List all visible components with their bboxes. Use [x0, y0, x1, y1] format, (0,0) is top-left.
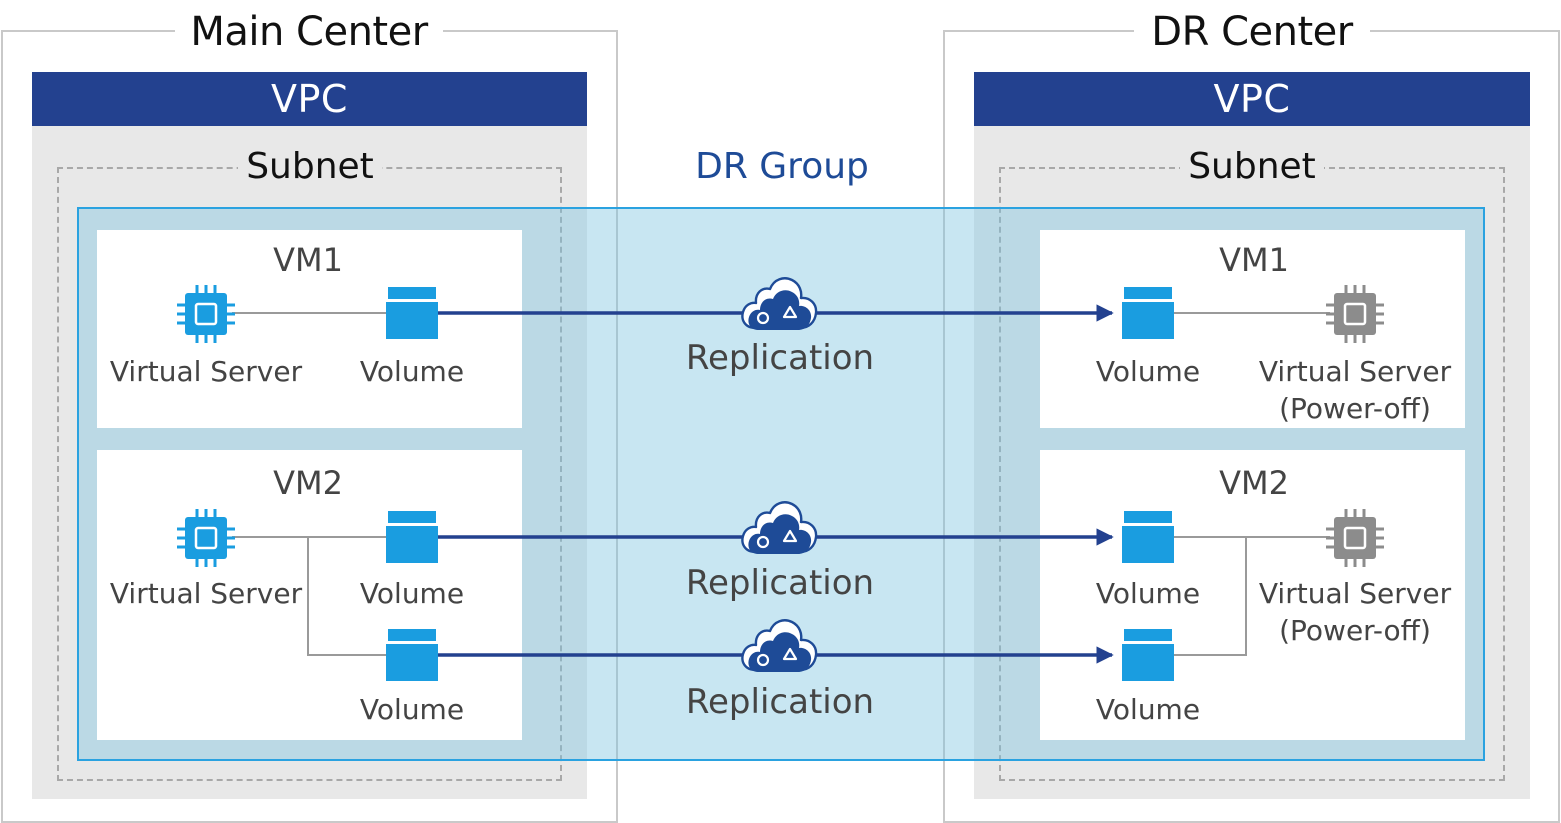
- dr-vm2-volume2-label: Volume: [1095, 693, 1201, 726]
- main-center-title: Main Center: [175, 12, 443, 54]
- replication-1-cloud-icon: [740, 266, 820, 332]
- replication-2-label: Replication: [685, 563, 875, 603]
- dr-vm1-server-label: Virtual Server: [1258, 355, 1452, 388]
- dr-vm1-server-state: (Power-off): [1279, 392, 1431, 425]
- main-vm2-server-volume2-link: [307, 537, 388, 656]
- dr-vm2-card: [1040, 450, 1465, 740]
- main-vm1-card: [97, 230, 522, 428]
- dr-vm2-title: VM2: [1219, 464, 1289, 502]
- main-vm1-title: VM1: [273, 241, 343, 279]
- replication-3-cloud-icon: [740, 608, 820, 674]
- main-vpc-header: VPC: [32, 72, 587, 126]
- dr-vm2-volume1-label: Volume: [1095, 577, 1201, 610]
- dr-vm1-volume-icon: [1122, 287, 1174, 339]
- dr-vm2-volume1-icon: [1122, 511, 1174, 563]
- main-vm2-volume1-icon: [386, 511, 438, 563]
- main-vm1-volume-icon: [386, 287, 438, 339]
- replication-2-cloud-icon: [740, 490, 820, 556]
- main-vm2-title: VM2: [273, 464, 343, 502]
- dr-vm2-volume2-server-link: [1174, 537, 1247, 656]
- dr-vm2-server-state: (Power-off): [1279, 614, 1431, 647]
- dr-group-title: DR Group: [695, 146, 869, 187]
- dr-center-title: DR Center: [1134, 12, 1370, 54]
- dr-vm2-server-icon: [1325, 508, 1385, 568]
- dr-vm1-volume-label: Volume: [1095, 355, 1201, 388]
- dr-vm2-server-label: Virtual Server: [1258, 577, 1452, 610]
- dr-vm1-card: [1040, 230, 1465, 428]
- main-vm2-server-label: Virtual Server: [109, 577, 303, 610]
- dr-vpc-header: VPC: [974, 72, 1530, 126]
- main-vm2-server-icon: [176, 508, 236, 568]
- main-vm1-server-label: Virtual Server: [109, 355, 303, 388]
- replication-1-label: Replication: [685, 338, 875, 378]
- main-vm2-volume2-label: Volume: [359, 693, 465, 726]
- dr-vm1-server-icon: [1325, 284, 1385, 344]
- main-vm2-volume2-icon: [386, 629, 438, 681]
- main-vm2-volume1-label: Volume: [359, 577, 465, 610]
- dr-vm1-title: VM1: [1219, 241, 1289, 279]
- main-subnet-label: Subnet: [238, 149, 382, 187]
- main-vm2-card: [97, 450, 522, 740]
- main-vm1-volume-label: Volume: [359, 355, 465, 388]
- main-vm1-server-icon: [176, 284, 236, 344]
- dr-vm2-volume2-icon: [1122, 629, 1174, 681]
- dr-subnet-label: Subnet: [1180, 149, 1324, 187]
- replication-3-label: Replication: [685, 682, 875, 722]
